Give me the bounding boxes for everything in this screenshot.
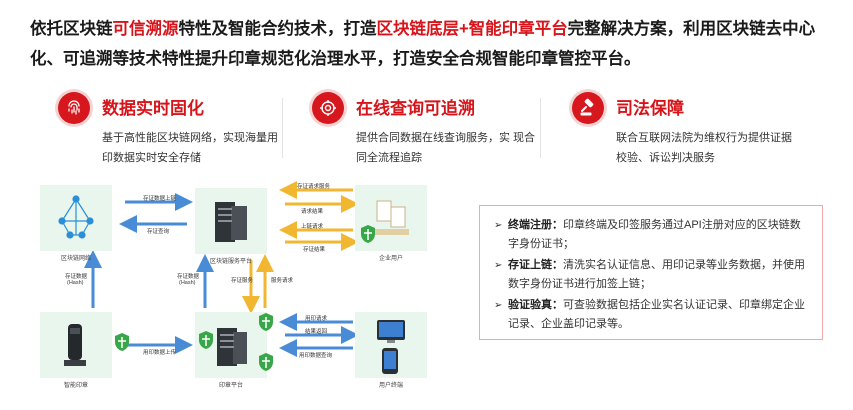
intro-text-3: 完整解决方案，利用区块链去中心化、可追溯等技术特性提升印章规范化治理水平，打造安… (30, 20, 816, 68)
info-item-register: ➢ 终端注册：印章终端及印签服务通过API注册对应的区块链数字身份证书； (494, 216, 810, 254)
node-seal-platform (195, 312, 267, 378)
arrow-label: 结果返回 (305, 329, 328, 335)
shield-icon (115, 333, 129, 351)
shield-icon (259, 353, 273, 371)
diagram-canvas (84, 181, 359, 357)
node-blockchain-network (40, 185, 112, 251)
document-icon (373, 200, 409, 235)
arrow-label: 上链请求 (301, 224, 324, 230)
arrow-label: 用印数据查询 (299, 353, 333, 359)
intro-text-1: 依托区块链 (30, 20, 113, 38)
feature-description: 联合互联网法院为维权行为提供证据校验、诉讼判决服务 (616, 132, 792, 164)
feature-divider (282, 98, 283, 158)
feature-online-query: 在线查询可追溯 提供合同数据在线查询服务，实 现合同全流程追踪 (312, 92, 535, 172)
arrow-label: 用印请求 (305, 316, 328, 322)
shield-icon (199, 331, 213, 349)
arrow-bullet-icon: ➢ (494, 300, 503, 311)
node-label: 区块链网络 (60, 256, 92, 262)
info-key: 验证验真： (508, 299, 563, 311)
info-text: 可查验数据包括企业实名认证记录、印章绑定企业记录、企业盖印记录等。 (508, 299, 805, 330)
info-box: ➢ 终端注册：印章终端及印签服务通过API注册对应的区块链数字身份证书； ➢ 存证上… (479, 205, 823, 340)
arrow-label: 服务请求 (271, 278, 294, 284)
node-service-platform (195, 188, 267, 254)
info-text: 清洗实名认证信息、用印记录等业务数据，并使用数字身份证书进行加签上链； (508, 259, 805, 290)
feature-judicial: 司法保障 联合互联网法院为维权行为提供证据校验、诉讼判决服务 (572, 92, 792, 172)
gavel-icon (572, 92, 604, 124)
arrow-label: 存证结果 (303, 247, 326, 253)
info-text: 印章终端及印签服务通过API注册对应的区块链数字身份证书； (508, 219, 801, 250)
network-icon (58, 195, 94, 239)
arrow-label: 存证数据上链 (143, 196, 177, 202)
node-label: 企业用户 (378, 256, 404, 262)
arrow-label: 存证数据 (65, 274, 88, 280)
arrow-label: 存证查询 (147, 229, 170, 235)
node-label: 印章平台 (218, 383, 244, 389)
arrow-label: 存证请求服务 (297, 184, 331, 190)
node-smart-seal (40, 312, 112, 378)
arrow-label: 用印数据上传 (143, 350, 177, 356)
feature-data-solidify: 数据实时固化 基于高性能区块链网络，实现海量用印数据实时安全存储 (58, 92, 278, 172)
server-icon (215, 202, 247, 242)
arrow-label: 存证服务 (231, 278, 254, 284)
arrow-label: 请求结果 (301, 209, 324, 215)
node-label: 用户终端 (378, 383, 404, 389)
feature-title: 数据实时固化 (102, 99, 204, 118)
shield-icon (259, 313, 273, 331)
fingerprint-icon (58, 92, 90, 124)
arrow-bullet-icon: ➢ (494, 260, 503, 271)
intro-text-2: 特性及智能合约技术，打造 (178, 20, 377, 38)
node-label: 智能印章 (63, 383, 89, 389)
feature-divider (540, 98, 541, 158)
feature-description: 提供合同数据在线查询服务，实 现合同全流程追踪 (356, 132, 536, 164)
smart-seal-icon (64, 324, 86, 366)
device-icon (377, 320, 405, 374)
arrow-bullet-icon: ➢ (494, 220, 503, 231)
feature-title: 司法保障 (616, 99, 684, 118)
feature-title: 在线查询可追溯 (356, 99, 475, 118)
server-icon (217, 328, 247, 366)
node-label: 区块链服务平台 (209, 259, 253, 265)
intro-paragraph: 依托区块链可信溯源特性及智能合约技术，打造区块链底层+智能印章平台完整解决方案，… (30, 14, 830, 74)
info-item-verify: ➢ 验证验真：可查验数据包括企业实名认证记录、印章绑定企业记录、企业盖印记录等。 (494, 296, 810, 334)
feature-description: 基于高性能区块链网络，实现海量用印数据实时安全存储 (102, 132, 278, 164)
arrow-label: (Hash) (67, 280, 84, 286)
arrow-label: 存证数据 (177, 274, 200, 280)
intro-highlight-1: 可信溯源 (112, 20, 179, 38)
info-item-onchain: ➢ 存证上链：清洗实名认证信息、用印记录等业务数据，并使用数字身份证书进行加签上链… (494, 256, 810, 294)
info-key: 终端注册： (508, 219, 563, 231)
intro-highlight-2: 区块链底层+智能印章平台 (376, 20, 568, 38)
search-target-icon (312, 92, 344, 124)
node-user-terminal (355, 312, 427, 378)
shield-icon (361, 225, 375, 243)
info-key: 存证上链： (508, 259, 563, 271)
architecture-diagram: 区块链网络 区块链服务平台 企业用户 智能印章 印章平台 用户终端 存证数据上链… (35, 180, 455, 390)
arrow-label: (Hash) (179, 280, 196, 286)
